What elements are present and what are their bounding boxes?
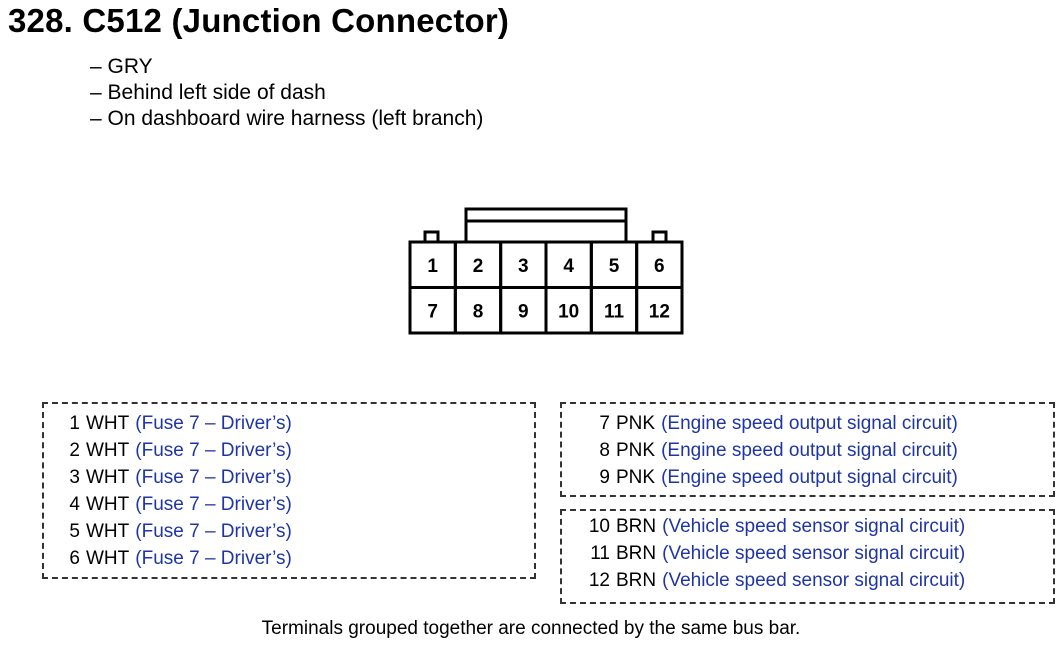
terminal-pin-number: 3 (69, 467, 80, 488)
circuit-description: (Fuse 7 – Driver’s) (135, 440, 292, 461)
terminal-number-6: 6 (654, 256, 665, 277)
terminal-number-4: 4 (563, 256, 574, 277)
connector-notes: GRY Behind left side of dash On dashboar… (90, 54, 484, 132)
note-harness: On dashboard wire harness (left branch) (90, 106, 484, 132)
wire-color-code: BRN (616, 570, 657, 591)
terminal-row-5: 5 WHT(Fuse 7 – Driver’s) (44, 518, 292, 545)
wire-color-code: PNK (616, 413, 656, 434)
terminal-pin-number: 9 (599, 467, 610, 488)
wire-color-code: WHT (86, 548, 130, 569)
terminal-number-8: 8 (473, 301, 484, 322)
terminal-number-3: 3 (518, 256, 529, 277)
wire-color-code: WHT (86, 413, 130, 434)
terminal-row-12: 12 BRN(Vehicle speed sensor signal circui… (562, 567, 965, 594)
terminal-number-12: 12 (649, 301, 670, 322)
terminal-pin-number: 8 (599, 440, 610, 461)
terminal-row-7: 7 PNK(Engine speed output signal circuit) (562, 410, 958, 437)
circuit-description: (Fuse 7 – Driver’s) (135, 467, 292, 488)
terminal-cavity-12 (635, 286, 684, 335)
wire-color-code: BRN (616, 516, 657, 537)
terminal-number-11: 11 (604, 301, 625, 322)
terminal-pin-number: 10 (588, 516, 610, 537)
terminal-pin-number: 12 (588, 570, 610, 591)
circuit-description: (Fuse 7 – Driver’s) (135, 521, 292, 542)
circuit-description: (Fuse 7 – Driver’s) (135, 413, 292, 434)
terminal-row-11: 11 BRN(Vehicle speed sensor signal circui… (562, 540, 965, 567)
wire-color-code: PNK (616, 440, 656, 461)
terminal-pin-number: 2 (69, 440, 80, 461)
circuit-description: (Fuse 7 – Driver’s) (135, 494, 292, 515)
wire-color-code: WHT (86, 467, 130, 488)
wire-color-code: WHT (86, 521, 130, 542)
terminal-number-9: 9 (518, 301, 529, 322)
terminal-pin-number: 1 (69, 413, 80, 434)
circuit-description: (Vehicle speed sensor signal circuit) (662, 570, 966, 591)
circuit-description: (Engine speed output signal circuit) (661, 413, 958, 434)
wire-color-code: BRN (616, 543, 657, 564)
page-title: 328. C512 (Junction Connector) (8, 2, 510, 39)
note-color: GRY (90, 54, 483, 80)
terminal-pin-number: 5 (69, 521, 80, 542)
terminal-row-9: 9 PNK(Engine speed output signal circuit) (562, 464, 958, 491)
terminal-row-1: 1 WHT(Fuse 7 – Driver’s) (44, 410, 292, 437)
connector-latch (464, 207, 628, 244)
circuit-description: (Engine speed output signal circuit) (661, 440, 958, 461)
terminal-row-10: 10 BRN(Vehicle speed sensor signal circui… (562, 513, 965, 540)
terminal-number-7: 7 (427, 301, 438, 322)
terminal-number-2: 2 (473, 256, 484, 277)
terminal-number-1: 1 (427, 256, 438, 277)
terminal-pin-number: 11 (590, 543, 610, 564)
note-location: Behind left side of dash (90, 80, 483, 106)
circuit-description: (Engine speed output signal circuit) (661, 467, 958, 488)
circuit-description: (Fuse 7 – Driver’s) (135, 548, 292, 569)
terminal-number-5: 5 (609, 256, 620, 277)
terminal-row-2: 2 WHT(Fuse 7 – Driver’s) (44, 437, 292, 464)
terminal-pin-number: 6 (69, 548, 80, 569)
footer-note: Terminals grouped together are connected… (261, 618, 801, 639)
wire-color-code: PNK (616, 467, 656, 488)
terminal-pin-number: 7 (599, 413, 610, 434)
terminal-number-10: 10 (558, 301, 579, 322)
terminal-row-4: 4 WHT(Fuse 7 – Driver’s) (44, 491, 292, 518)
terminal-row-6: 6 WHT(Fuse 7 – Driver’s) (44, 545, 292, 572)
circuit-description: (Vehicle speed sensor signal circuit) (662, 516, 966, 537)
circuit-description: (Vehicle speed sensor signal circuit) (662, 543, 966, 564)
wire-color-code: WHT (86, 494, 130, 515)
terminal-row-8: 8 PNK(Engine speed output signal circuit) (562, 437, 958, 464)
terminal-pin-number: 4 (69, 494, 80, 515)
terminal-row-3: 3 WHT(Fuse 7 – Driver’s) (44, 464, 292, 491)
wire-color-code: WHT (86, 440, 130, 461)
